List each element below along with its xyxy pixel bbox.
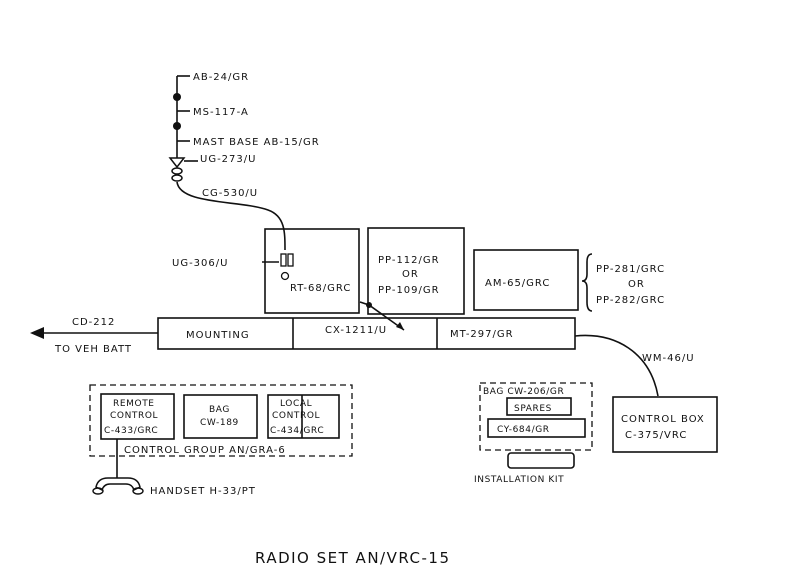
cy684-label: CY-684/GR — [497, 425, 550, 435]
or2-label: OR — [628, 279, 645, 290]
cx1211-label: CX-1211/U — [325, 325, 387, 336]
remote-control-label-1: REMOTE — [113, 399, 155, 409]
bag-cw206-enclosure — [479, 382, 593, 451]
bag-label-1: BAG — [209, 405, 230, 415]
bag-cw206-label: BAG CW-206/GR — [483, 387, 564, 397]
rt68-box — [264, 228, 360, 314]
pp281-label: PP-281/GRC — [596, 264, 665, 275]
spares-box — [506, 397, 572, 416]
bag-label-2: CW-189 — [200, 418, 239, 428]
wm46-cable — [574, 334, 659, 397]
cx1211-arrowhead — [396, 322, 404, 330]
local-control-label-3: C-434/GRC — [270, 426, 324, 436]
pp109-label: PP-109/GR — [378, 285, 440, 296]
ug306-connector-b — [287, 253, 294, 267]
handset-label: HANDSET H-33/PT — [150, 486, 256, 497]
ug306-label: UG-306/U — [172, 258, 228, 269]
ug306-connector-a — [280, 253, 287, 267]
ab24-label: AB-24/GR — [193, 72, 249, 83]
ug273-label: UG-273/U — [200, 154, 256, 165]
cd212-label: CD-212 — [72, 317, 115, 328]
ms117-label: MS-117-A — [193, 107, 249, 118]
mt297-label: MT-297/GR — [450, 329, 514, 340]
local-control-box — [267, 394, 340, 439]
diagram-title: RADIO SET AN/VRC-15 — [255, 549, 451, 567]
cg530-label: CG-530/U — [202, 188, 258, 199]
rt68-knob — [280, 271, 290, 281]
control-box — [612, 396, 718, 453]
local-control-label-2: CONTROL — [272, 411, 320, 421]
pp281-brace — [581, 253, 593, 312]
remote-control-label-3: C-433/GRC — [104, 426, 158, 436]
local-control-label-1: LOCAL — [280, 399, 312, 409]
control-group-label: CONTROL GROUP AN/GRA-6 — [124, 445, 286, 456]
pp112-label: PP-112/GR — [378, 255, 440, 266]
control-box-label-1: CONTROL BOX — [621, 414, 705, 425]
ab24-joint — [173, 93, 181, 101]
ug273-connector-bottom — [171, 174, 183, 182]
remote-control-box — [100, 393, 175, 440]
mounting-label: MOUNTING — [186, 330, 250, 341]
or1-label: OR — [402, 269, 419, 280]
remote-control-label-2: CONTROL — [110, 411, 158, 421]
bag-cw189-box — [183, 394, 258, 439]
rt68-label: RT-68/GRC — [290, 283, 351, 294]
am65-label: AM-65/GRC — [485, 278, 550, 289]
installation-kit-box — [507, 452, 575, 469]
cd212-arrowhead — [30, 327, 44, 339]
handset-earpiece-icon — [92, 487, 104, 495]
ug273-connector-top — [168, 157, 186, 169]
cg530-cable — [176, 181, 286, 251]
handset-icon — [95, 477, 141, 492]
wm46-label: WM-46/U — [642, 353, 695, 364]
spares-label: SPARES — [514, 404, 552, 414]
to-veh-batt-label: TO VEH BATT — [54, 344, 132, 355]
ms117-joint — [173, 122, 181, 130]
cx1211-cable — [359, 301, 405, 331]
am65-box — [473, 249, 579, 311]
ug273-connector-mid — [171, 167, 183, 175]
mast-base-label: MAST BASE AB-15/GR — [193, 137, 320, 148]
pp112-box — [367, 227, 465, 315]
pp282-label: PP-282/GRC — [596, 295, 665, 306]
control-box-label-2: C-375/VRC — [625, 430, 687, 441]
handset-mouthpiece-icon — [132, 487, 144, 495]
cy684-box — [487, 418, 586, 438]
installation-kit-label: INSTALLATION KIT — [474, 475, 564, 485]
control-group-enclosure — [89, 384, 353, 457]
